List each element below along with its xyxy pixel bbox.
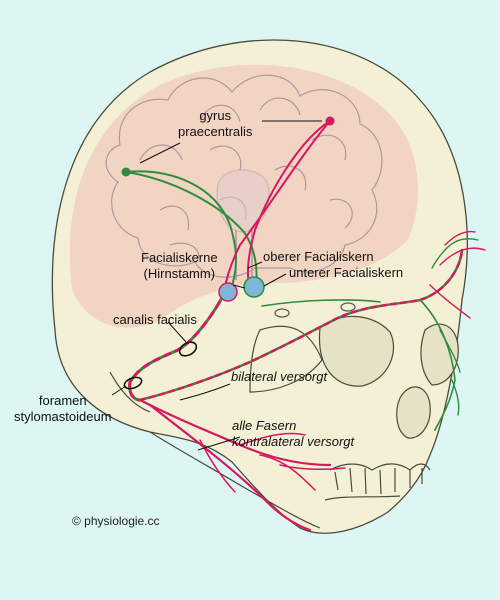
forehead-twigs-green (431, 238, 479, 416)
eye-socket-right (318, 315, 395, 387)
magenta-tract-branch (223, 120, 331, 293)
gyrus-label-line2: praecentralis (178, 124, 253, 139)
bilateral-label: bilateral versorgt (231, 369, 328, 384)
upper-branch-overlay (138, 248, 464, 402)
contralateral-label: alle Fasern kontralateral versorgt (232, 418, 354, 450)
upper-nucleus-label: oberer Facialiskern (263, 249, 374, 264)
nucleus-right (243, 276, 265, 298)
facial-nuclei-label-line1: Facialiskerne (141, 250, 218, 265)
foramen-label: foramen stylomastoideum (14, 393, 112, 425)
contralateral-label-line2: kontralateral versorgt (232, 434, 355, 449)
small-ring-a (274, 308, 290, 318)
brain-section (105, 74, 383, 280)
lower-twigs (199, 432, 346, 493)
forehead-twigs (429, 230, 486, 319)
eye-socket-left (420, 323, 459, 386)
facial-nuclei-label-line2: (Hirnstamm) (143, 266, 216, 281)
canalis-facialis-ring (178, 341, 198, 357)
facial-nuclei (218, 276, 265, 302)
foramen-label-line1: foramen (38, 393, 87, 408)
nucleus-left (218, 282, 238, 302)
cortex-dot-green (121, 167, 131, 177)
small-ring-b (340, 302, 356, 312)
green-tract (125, 170, 237, 293)
facial-nuclei-label: Facialiskerne (Hirnstamm) (141, 250, 218, 282)
nasal-cavity (396, 386, 431, 439)
pointer-lines (111, 120, 322, 451)
jaw-line (149, 431, 321, 529)
contralateral-label-line1: alle Fasern (232, 418, 297, 433)
canalis-facialis-label: canalis facialis (113, 312, 197, 327)
lower-branch-2 (148, 403, 312, 532)
facial-nerve-trunk-overlay (128, 290, 227, 402)
teeth (324, 463, 431, 501)
cortex-dot-magenta (325, 116, 335, 126)
foramen-label-line2: stylomastoideum (14, 409, 112, 424)
credit-text: © physiologie.cc (72, 514, 160, 528)
gyrus-label-line1: gyrus (199, 108, 232, 123)
lower-nucleus-label: unterer Facialiskern (289, 265, 404, 280)
gyrus-label: gyrus praecentralis (178, 108, 252, 140)
foramen-ring (123, 376, 143, 390)
mastoid (109, 371, 151, 413)
